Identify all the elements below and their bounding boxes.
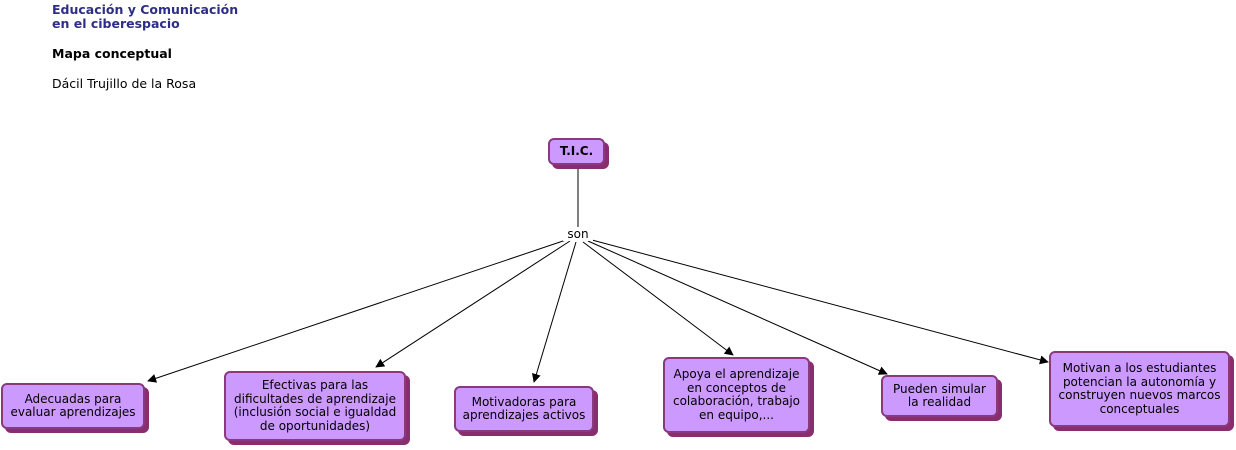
concept-motivadoras[interactable]: Motivadoras para aprendizajes activos <box>454 386 594 432</box>
concept-label: Apoya el aprendizaje en conceptos de col… <box>672 367 801 422</box>
concept-root[interactable]: T.I.C. <box>548 138 605 165</box>
concept-label: Adecuadas para evaluar aprendizajes <box>10 391 136 419</box>
linking-phrase: son <box>563 227 593 241</box>
concept-pueden-simular[interactable]: Pueden simular la realidad <box>881 375 998 417</box>
arrow-to-concept-4 <box>582 241 734 356</box>
concept-label: Efectivas para las dificultades de apren… <box>233 378 397 433</box>
concept-label: Motivan a los estudiantes potencian la a… <box>1058 361 1221 416</box>
header-author: Dácil Trujillo de la Rosa <box>52 76 197 91</box>
concept-motivan[interactable]: Motivan a los estudiantes potencian la a… <box>1049 351 1230 427</box>
concept-root-label: T.I.C. <box>559 143 594 158</box>
header-title: Educación y Comunicación en el ciberespa… <box>52 3 238 31</box>
arrow-to-concept-1 <box>147 239 567 383</box>
arrow-to-concept-6 <box>591 239 1049 365</box>
arrow-to-concept-5 <box>587 240 888 375</box>
concept-efectivas[interactable]: Efectivas para las dificultades de apren… <box>224 371 406 441</box>
header-subtitle: Mapa conceptual <box>52 46 172 61</box>
header-title-text: Educación y Comunicación en el ciberespa… <box>52 2 239 31</box>
concept-adecuadas[interactable]: Adecuadas para evaluar aprendizajes <box>1 383 145 429</box>
arrow-to-concept-2 <box>375 240 571 368</box>
arrow-to-concept-3 <box>532 241 577 383</box>
concept-label: Pueden simular la realidad <box>893 381 986 409</box>
concept-apoya[interactable]: Apoya el aprendizaje en conceptos de col… <box>663 357 810 433</box>
concept-label: Motivadoras para aprendizajes activos <box>462 394 586 422</box>
